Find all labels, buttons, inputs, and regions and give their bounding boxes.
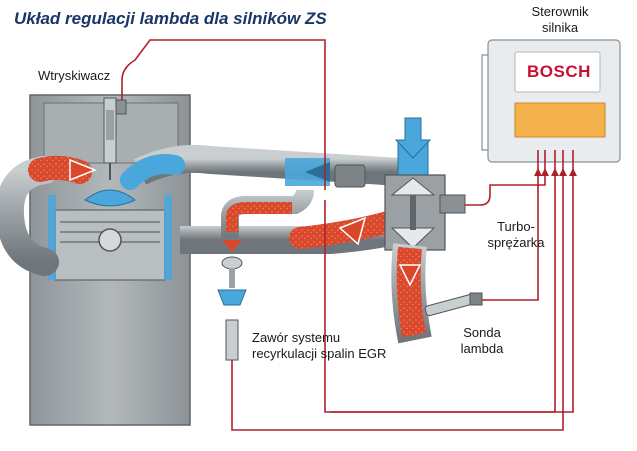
- egr-label: Zawór systemu recyrkulacji spalin EGR: [252, 330, 386, 362]
- signal-wires: [121, 39, 574, 431]
- exhaust-manifold: [180, 209, 419, 254]
- egr-label-line1: Zawór systemu: [252, 330, 341, 345]
- injector: [103, 97, 127, 180]
- turbo-label-line2: sprężarka: [487, 235, 545, 250]
- turbo-label: Turbo- sprężarka: [476, 219, 556, 251]
- chamber-air: [84, 189, 136, 207]
- ecu-label-line2: silnika: [541, 20, 579, 35]
- turbo-label-line1: Turbo-: [497, 219, 535, 234]
- egr-label-line2: recyrkulacji spalin EGR: [252, 346, 387, 361]
- ecu-box: [481, 39, 621, 163]
- exhaust-downpipe: [391, 243, 432, 344]
- exhaust-left-loop: [0, 155, 98, 276]
- ecu-panel: [514, 102, 606, 138]
- egr-passage: [221, 189, 314, 252]
- lambda-label: Sonda lambda: [447, 325, 517, 357]
- lambda-label-line1: Sonda: [463, 325, 501, 340]
- wire-arrowheads: [534, 168, 577, 176]
- diagram-title: Układ regulacji lambda dla silników ZS: [14, 9, 327, 28]
- injector-label: Wtryskiwacz: [38, 68, 111, 83]
- turbocharger: [384, 117, 466, 251]
- ecu-label: Sterownik silnika: [510, 4, 610, 36]
- ecu-label-line1: Sterownik: [531, 4, 589, 19]
- egr-valve: [217, 256, 247, 361]
- bosch-logo: BOSCH: [527, 62, 591, 81]
- lambda-label-line2: lambda: [460, 341, 504, 356]
- intake-manifold: [120, 144, 401, 190]
- lambda-sensor: [424, 292, 483, 317]
